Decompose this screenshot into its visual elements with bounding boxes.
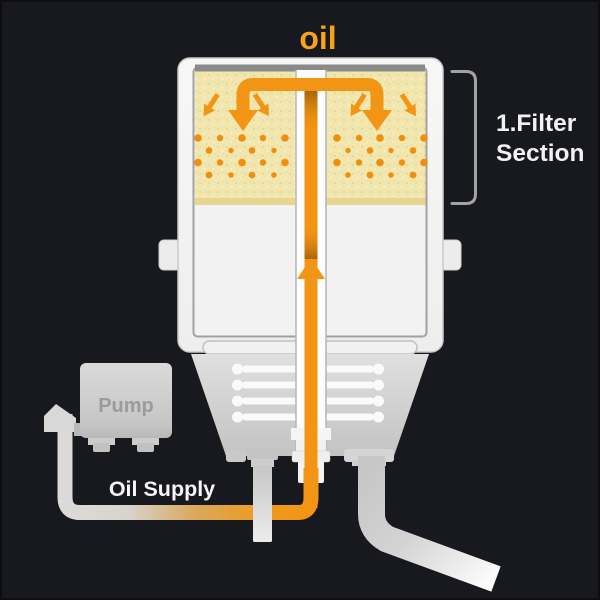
up-arrow-icon bbox=[297, 258, 325, 279]
oil-particle-dot bbox=[228, 147, 234, 154]
oil-particle-dot bbox=[216, 159, 224, 166]
pump-foot bbox=[132, 437, 159, 445]
oil-particle-dot bbox=[228, 172, 234, 178]
oil-particle-dot bbox=[345, 147, 351, 154]
down-arrow-icon bbox=[228, 110, 258, 131]
down-arrow-icon bbox=[362, 110, 392, 131]
canister-top-band bbox=[195, 64, 425, 72]
oil-particle-dot bbox=[376, 158, 384, 167]
spray-arrow-icon bbox=[252, 93, 269, 117]
oil-particle-dot bbox=[398, 159, 406, 166]
oil-particle-dot bbox=[248, 147, 256, 154]
funnel-foot-left bbox=[226, 450, 246, 462]
oil-particle-dot bbox=[345, 172, 351, 178]
oil-particle-dot bbox=[366, 147, 374, 154]
oil-particle-dot bbox=[281, 134, 289, 142]
drain-pipe-right bbox=[358, 456, 501, 592]
oil-particle-dot bbox=[281, 158, 289, 167]
spray-arrow-icon bbox=[399, 93, 416, 117]
oil-particle-dot bbox=[366, 171, 374, 179]
oil-particle-dots bbox=[194, 134, 428, 179]
oil-particle-dot bbox=[238, 134, 246, 142]
oil-particle-dot bbox=[409, 147, 417, 154]
media-bottom-band-right bbox=[326, 198, 426, 205]
oil-particle-dot bbox=[194, 158, 202, 167]
oil-flow bbox=[194, 78, 428, 508]
oil-particle-dot bbox=[376, 134, 384, 142]
annotation-line1: 1.Filter bbox=[496, 110, 577, 137]
bracket-icon bbox=[450, 70, 477, 205]
spray-arrow-icon bbox=[350, 93, 367, 117]
oil-particle-dot bbox=[194, 134, 202, 142]
spray-arrow-icon bbox=[203, 93, 220, 117]
filter-section-annotation: 1.Filter Section bbox=[450, 70, 585, 205]
pump-foot bbox=[137, 443, 154, 452]
oil-particle-dot bbox=[388, 147, 394, 154]
supply-elbow-bevel bbox=[44, 404, 76, 432]
pump: Pump bbox=[74, 363, 172, 452]
oil-particle-dot bbox=[259, 134, 267, 142]
riser-pipe bbox=[304, 78, 318, 508]
pump-foot bbox=[93, 443, 110, 452]
oil-particle-dot bbox=[271, 172, 277, 178]
oil-particle-dot bbox=[205, 147, 213, 154]
oil-supply-label: Oil Supply bbox=[109, 477, 215, 501]
oil-particle-dot bbox=[238, 158, 246, 167]
riser-shade-top bbox=[304, 91, 318, 133]
oil-particle-dot bbox=[398, 134, 406, 142]
oil-particle-dot bbox=[355, 134, 363, 142]
annotation-line2: Section bbox=[496, 140, 585, 167]
pump-body bbox=[80, 363, 172, 438]
oil-particle-dot bbox=[355, 159, 363, 166]
oil-particle-dot bbox=[216, 134, 224, 142]
tee-bar bbox=[236, 78, 384, 112]
oil-label: oil bbox=[299, 20, 336, 56]
oil-particle-dot bbox=[420, 158, 428, 167]
oil-particle-dot bbox=[409, 171, 417, 179]
oil-particle-dot bbox=[333, 134, 341, 142]
oil-particle-dot bbox=[388, 172, 394, 178]
pump-label: Pump bbox=[98, 395, 154, 417]
oil-particle-dot bbox=[248, 171, 256, 179]
oil-particle-dot bbox=[271, 147, 277, 154]
drain-stub-left bbox=[247, 451, 278, 542]
oil-particle-dot bbox=[420, 134, 428, 142]
oil-particle-dot bbox=[259, 159, 267, 166]
stub-pipe bbox=[253, 466, 272, 542]
stub-flange-step bbox=[251, 459, 274, 467]
media-bottom-band-left bbox=[195, 198, 295, 205]
oil-particle-dot bbox=[333, 158, 341, 167]
pump-foot bbox=[88, 437, 115, 445]
riser-shade-mid bbox=[304, 226, 318, 259]
oil-particle-dot bbox=[205, 171, 213, 179]
stub-flange bbox=[247, 451, 278, 460]
